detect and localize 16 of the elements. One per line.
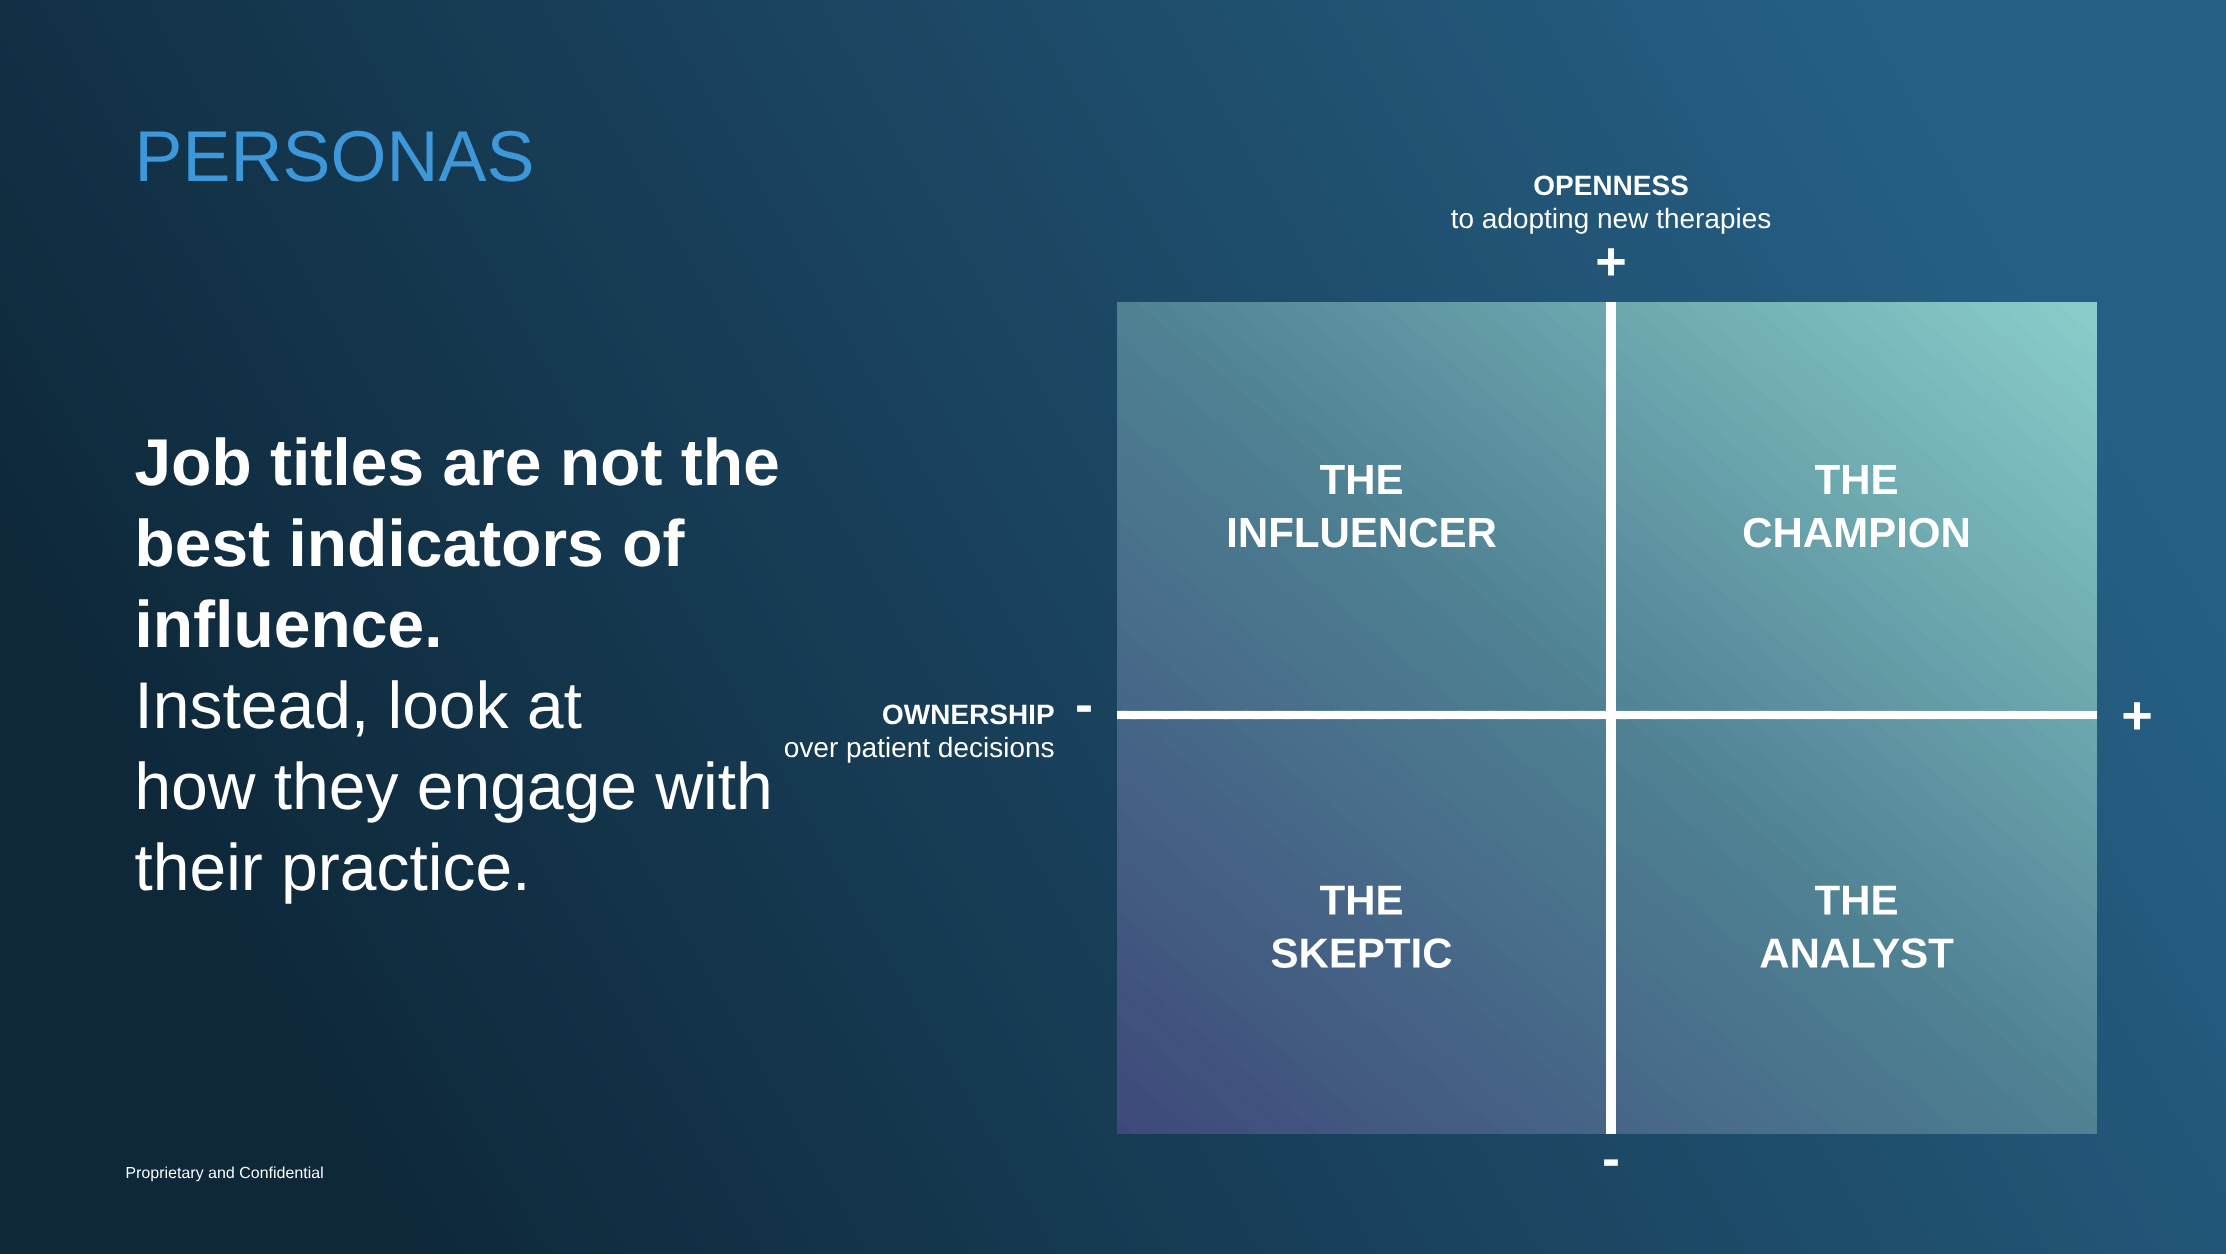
headline: Job titles are not the best indicators of influence.: [135, 437, 778, 648]
axis-subtitle: over patient decisions: [784, 736, 1054, 763]
title: PERSONAS: [140, 130, 532, 182]
axis-sign: +: [2123, 702, 2151, 730]
axis-sign: -: [1604, 1159, 1618, 1166]
axis-sign: -: [1077, 705, 1091, 712]
persona-quadrant: THE INFLUENCER: [1117, 302, 1606, 711]
axis-title: OPENNESS: [1534, 175, 1688, 196]
persona-quadrant: THE ANALYST: [1616, 719, 2098, 1134]
axis-title: OWNERSHIP: [883, 704, 1054, 725]
axis-subtitle: to adopting new therapies: [1451, 207, 1771, 234]
persona-quadrant: THE SKEPTIC: [1117, 719, 1606, 1134]
persona-quadrant: THE CHAMPION: [1616, 302, 2098, 711]
footer-text: Proprietary and Confidential: [126, 1166, 323, 1182]
axis-sign: +: [1597, 248, 1625, 276]
body-text: Instead, look at how they engage with their practice.: [135, 680, 769, 904]
